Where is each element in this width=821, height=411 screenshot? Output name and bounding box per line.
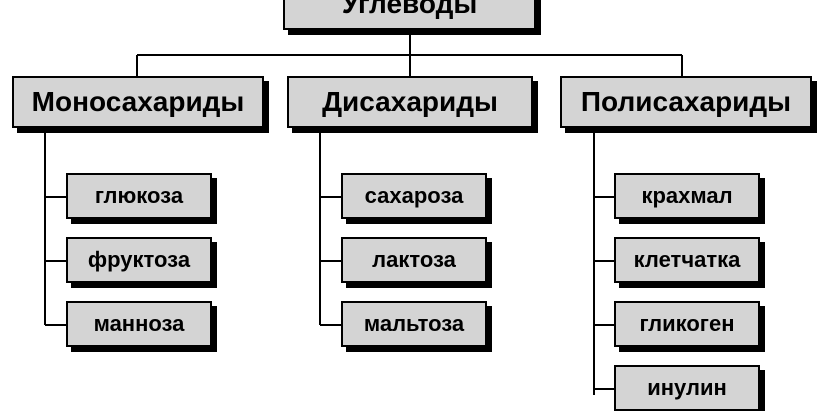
category-label: Полисахариды: [580, 86, 792, 117]
connector-lines: [44, 30, 683, 395]
item-label: фруктоза: [87, 247, 191, 272]
category-node-polysaccharides: Полисахариды: [560, 76, 812, 128]
item-node: мальтоза: [341, 301, 487, 347]
category-label: Моносахариды: [31, 86, 245, 117]
item-node: глюкоза: [66, 173, 212, 219]
item-label: сахароза: [364, 183, 464, 208]
item-label: мальтоза: [363, 311, 465, 336]
category-node-monosaccharides: Моносахариды: [12, 76, 264, 128]
item-node: лактоза: [341, 237, 487, 283]
item-node: крахмал: [614, 173, 760, 219]
item-node: сахароза: [341, 173, 487, 219]
category-label: Дисахариды: [322, 86, 498, 117]
category-node-disaccharides: Дисахариды: [287, 76, 533, 128]
item-node: фруктоза: [66, 237, 212, 283]
carbohydrate-tree-diagram: Углеводы Моносахариды Дисахариды Полисах…: [12, 0, 812, 411]
root-node: Углеводы: [283, 0, 536, 30]
item-label: гликоген: [639, 311, 735, 336]
item-node: инулин: [614, 365, 760, 411]
root-node-label: Углеводы: [341, 0, 478, 19]
item-label: клетчатка: [633, 247, 741, 272]
item-label: лактоза: [372, 247, 456, 272]
item-node: клетчатка: [614, 237, 760, 283]
item-node: манноза: [66, 301, 212, 347]
item-label: крахмал: [641, 183, 733, 208]
item-label: инулин: [647, 375, 727, 400]
item-label: глюкоза: [94, 183, 184, 208]
item-label: манноза: [93, 311, 185, 336]
item-node: гликоген: [614, 301, 760, 347]
